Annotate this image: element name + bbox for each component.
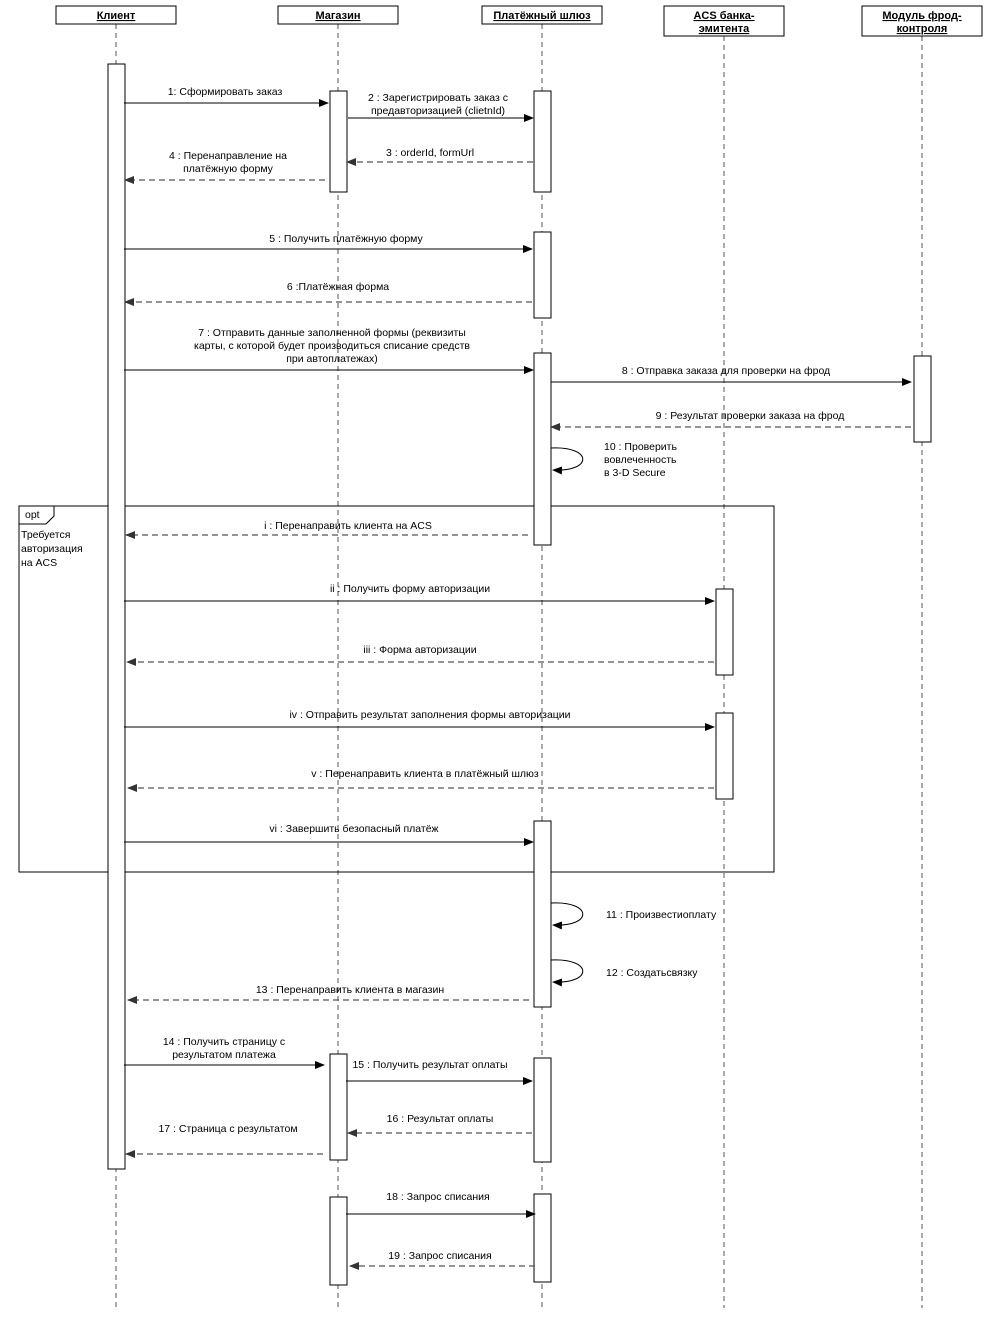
message-label: при автоплатежах) [286, 353, 377, 365]
message-2: 2 : Зарегистрировать заказ спредавториза… [348, 92, 534, 122]
fragment-guard: на ACS [21, 557, 57, 569]
lifeline-title: ACS банка- [693, 10, 754, 22]
message-6: 6 :Платёжная форма [124, 281, 532, 306]
activation-bar-gateway [533, 820, 552, 1008]
lifeline-title: Платёжный шлюз [493, 10, 591, 22]
message-15: v : Перенаправить клиента в платёжный шл… [127, 768, 714, 792]
message-label: v : Перенаправить клиента в платёжный шл… [311, 768, 539, 780]
message-22: 16 : Результат оплаты [347, 1113, 532, 1137]
activation-bar-acs [715, 588, 734, 676]
fragment-operator-tag [18, 505, 55, 525]
lifeline-title: эмитента [699, 23, 750, 35]
message-label: 4 : Перенаправление на [169, 150, 287, 162]
activation-bar-fraud [913, 355, 932, 443]
message-label: 10 : Проверить [604, 441, 677, 453]
self-message-arrow [550, 902, 584, 930]
fragment-guard: авторизация [21, 543, 83, 555]
lifeline-header-box [861, 5, 983, 37]
self-message-arrow [550, 447, 584, 475]
activation-bar-shop [329, 90, 348, 193]
message-label: 13 : Перенаправить клиента в магазин [256, 984, 444, 996]
message-label: i : Перенаправить клиента на ACS [264, 520, 432, 532]
message-label: карты, с которой будет производиться спи… [194, 340, 470, 352]
activation-bar-shop [329, 1196, 348, 1286]
fragment-operator: opt [25, 509, 40, 521]
lifeline-title: Модуль фрод- [882, 10, 962, 22]
message-9: 9 : Результат проверки заказа на фрод [550, 410, 911, 431]
message-label: 8 : Отправка заказа для проверки на фрод [622, 365, 830, 377]
lifeline-title: Магазин [315, 10, 360, 22]
message-label: 1: Сформировать заказ [168, 86, 283, 98]
message-label: 15 : Получить результат оплаты [352, 1059, 507, 1071]
message-label: 18 : Запрос списания [386, 1191, 489, 1203]
message-21: 15 : Получить результат оплаты [346, 1059, 533, 1085]
lifeline-title: контроля [897, 23, 948, 35]
lifeline-shop: Магазин [277, 5, 399, 1308]
message-label: 3 : orderId, formUrl [386, 147, 474, 159]
message-label: вовлеченность [604, 454, 677, 466]
message-11: i : Перенаправить клиента на ACS [125, 520, 528, 539]
message-label: 9 : Результат проверки заказа на фрод [656, 410, 845, 422]
message-16: vi : Завершить безопасный платёж [124, 823, 534, 846]
message-label: iii : Форма авторизации [363, 644, 476, 656]
message-label: 11 : Произвестиоплату [606, 909, 717, 921]
lifeline-gateway: Платёжный шлюз [481, 5, 603, 1308]
fragment-guard: Требуется [21, 529, 70, 541]
message-14: iv : Отправить результат заполнения форм… [124, 709, 715, 731]
message-label: 17 : Страница с результатом [158, 1123, 297, 1135]
message-label: vi : Завершить безопасный платёж [269, 823, 438, 835]
message-label: в 3-D Secure [604, 467, 666, 479]
message-7: 7 : Отправить данные заполненной формы (… [124, 327, 534, 374]
message-19: 13 : Перенаправить клиента в магазин [127, 984, 529, 1004]
lifeline-title: Клиент [97, 10, 136, 22]
message-label: 16 : Результат оплаты [387, 1113, 494, 1125]
message-label: 5 : Получить платёжную форму [269, 233, 423, 245]
message-24: 18 : Запрос списания [346, 1191, 536, 1218]
message-label: 7 : Отправить данные заполненной формы (… [198, 327, 466, 339]
message-label: iv : Отправить результат заполнения форм… [289, 709, 570, 721]
message-12: ii : Получить форму авторизации [124, 583, 715, 605]
activation-bar-acs [715, 712, 734, 800]
message-13: iii : Форма авторизации [126, 644, 714, 666]
message-label: 14 : Получить страницу с [163, 1036, 285, 1048]
self-message-arrow [550, 959, 584, 987]
message-3: 3 : orderId, formUrl [346, 147, 533, 166]
activation-bar-client [107, 63, 126, 1170]
message-label: результатом платежа [172, 1049, 276, 1061]
message-18: 12 : Создатьсвязку [550, 959, 698, 987]
activation-bar-gateway [533, 231, 552, 319]
message-23: 17 : Страница с результатом [125, 1123, 323, 1158]
activation-bar-gateway [533, 1057, 552, 1163]
fragment-frame [18, 505, 775, 873]
message-1: 1: Сформировать заказ [124, 86, 329, 107]
lifeline-header-box [481, 5, 603, 25]
lifeline-header-box [277, 5, 399, 25]
message-label: ii : Получить форму авторизации [330, 583, 490, 595]
message-label: 6 :Платёжная форма [287, 281, 389, 293]
message-label: 19 : Запрос списания [388, 1250, 491, 1262]
message-label: предавторизацией (clietnId) [371, 105, 505, 117]
message-label: 12 : Создатьсвязку [606, 967, 698, 979]
lifeline-header-box [55, 5, 177, 25]
message-17: 11 : Произвестиоплату [550, 902, 717, 930]
activation-bar-shop [329, 1053, 348, 1161]
message-label: платёжную форму [183, 163, 274, 175]
activation-bar-gateway [533, 352, 552, 546]
activation-bar-gateway [533, 90, 552, 193]
message-5: 5 : Получить платёжную форму [124, 233, 533, 253]
message-label: 2 : Зарегистрировать заказ с [368, 92, 508, 104]
message-25: 19 : Запрос списания [349, 1250, 535, 1270]
message-8: 8 : Отправка заказа для проверки на фрод [551, 365, 912, 386]
lifeline-acs: ACS банка-эмитента [663, 5, 785, 1308]
lifeline-fraud: Модуль фрод-контроля [861, 5, 983, 1308]
activation-bar-gateway [533, 1193, 552, 1283]
lifeline-header-box [663, 5, 785, 37]
